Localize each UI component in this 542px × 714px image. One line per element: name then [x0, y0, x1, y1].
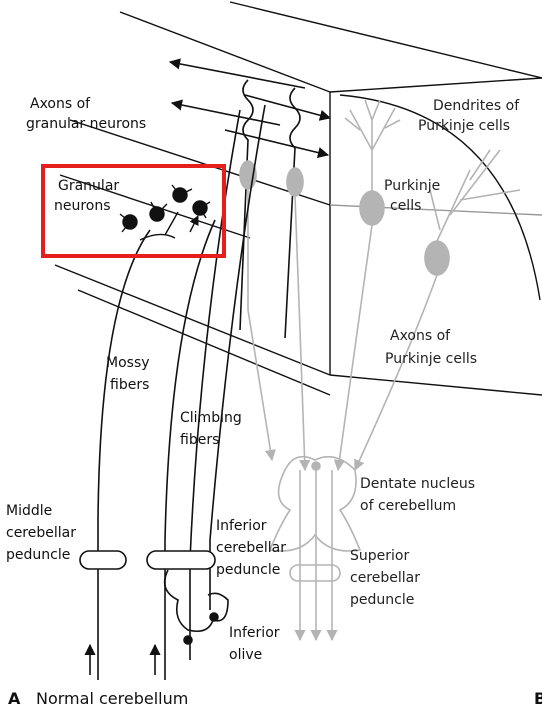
cortex-outline	[54, 1, 542, 396]
granular-neurons	[119, 184, 211, 241]
caption-text: Normal cerebellum	[36, 689, 188, 708]
caption-letter: A	[8, 689, 21, 708]
highlight-box	[41, 164, 226, 258]
afferent-pathway	[79, 104, 266, 680]
efferent-pathway	[239, 99, 521, 642]
next-panel-letter: B	[534, 689, 542, 708]
